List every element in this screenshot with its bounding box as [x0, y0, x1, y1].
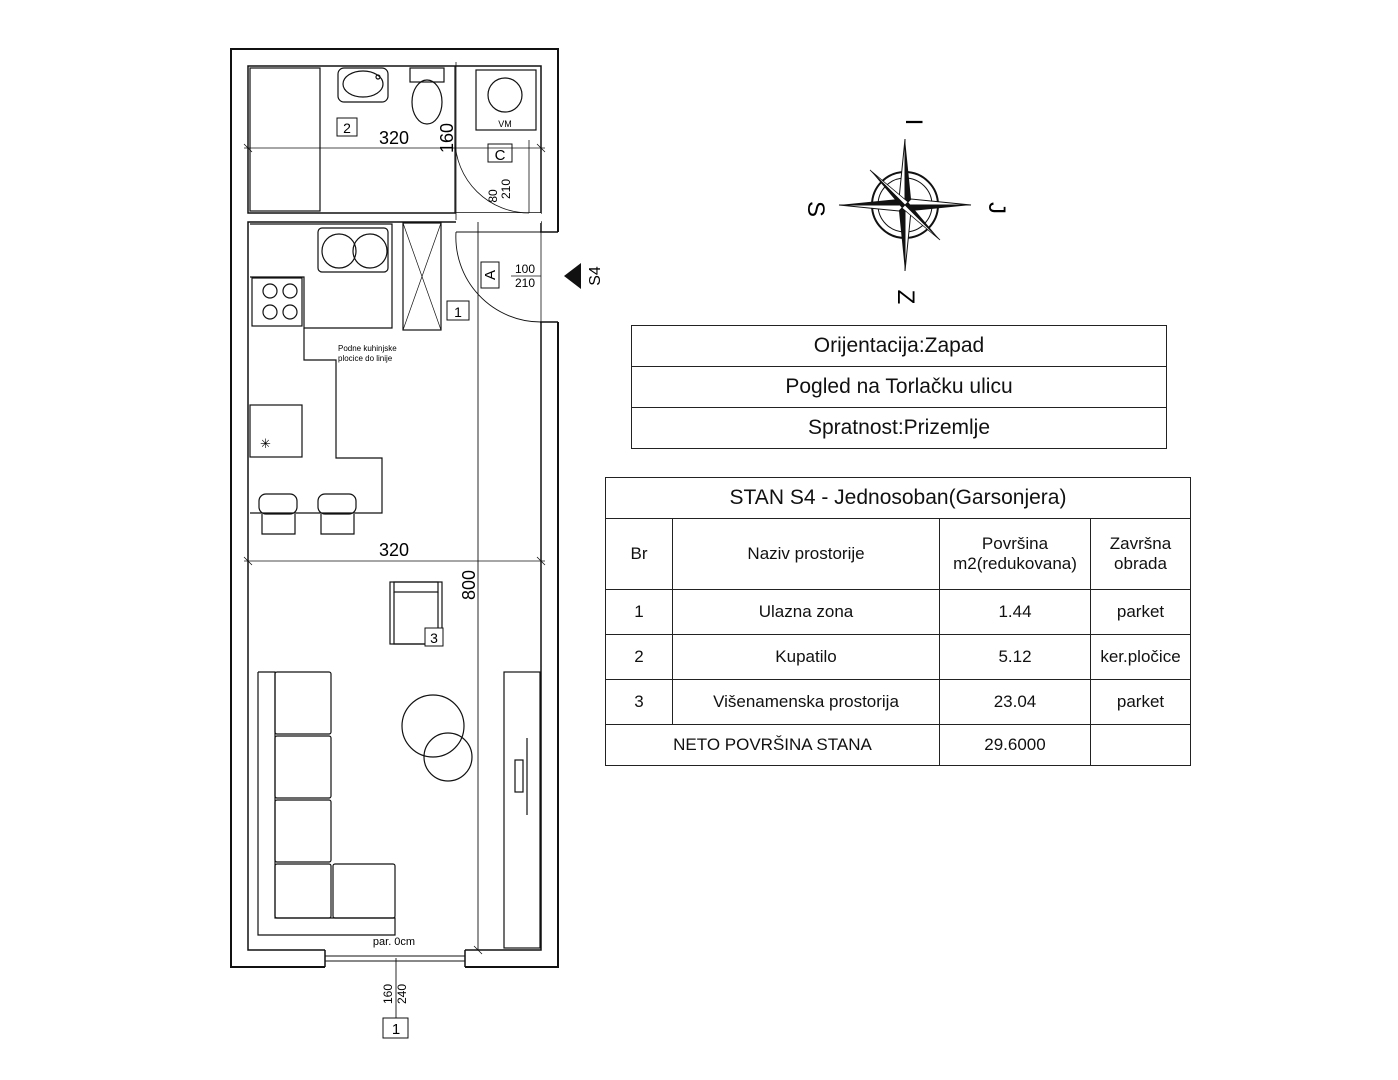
row-br: 2 [605, 634, 673, 680]
bath-door-tag-box [487, 143, 513, 163]
window-sill-label: par. 0cm [373, 936, 415, 948]
apartment-length-dim: 800 [459, 570, 479, 600]
row-area: 1.44 [939, 589, 1091, 635]
coffee-table [401, 694, 465, 758]
window-width: 160 [381, 984, 395, 1004]
row-finish: ker.pločice [1090, 634, 1191, 680]
window-tag: 1 [392, 1021, 400, 1038]
row-br: 3 [605, 679, 673, 725]
sofa-frame [257, 671, 396, 936]
tv-cabinet [503, 671, 541, 949]
room-tag-box-3 [424, 627, 444, 647]
header-finish: Završna obrada [1090, 518, 1191, 590]
entry-door-tag: A [482, 270, 499, 280]
row-name: Višenamenska prostorija [672, 679, 940, 725]
bathroom [249, 66, 537, 214]
header-finish-line2: obrada [1114, 554, 1167, 573]
bathroom-dimensions [243, 62, 546, 220]
bath-door-height: 210 [499, 179, 513, 199]
table-row: 2 Kupatilo 5.12 ker.pločice [605, 634, 1191, 680]
window-height: 240 [395, 984, 409, 1004]
entry-door-tag-box [480, 261, 500, 289]
kitchen-note-1: Podne kuhinjske [338, 344, 397, 353]
header-area: Površina m2(redukovana) [939, 518, 1091, 590]
header-finish-line1: Završna [1109, 534, 1172, 553]
compass-rose-icon [838, 138, 972, 272]
header-br: Br [605, 518, 673, 590]
cooktop [251, 277, 303, 327]
living-width-dim: 320 [379, 540, 409, 560]
window-tag-box [382, 1017, 409, 1039]
orientation-cell: Orijentacija:Zapad [631, 325, 1167, 367]
entry-door-height: 210 [515, 276, 535, 290]
fridge [249, 404, 303, 458]
room-tag-3: 3 [430, 630, 438, 646]
row-finish: parket [1090, 679, 1191, 725]
compass-north-label: I [900, 119, 927, 126]
shower-tray [249, 67, 321, 212]
sink [317, 227, 389, 273]
view-cell: Pogled na Torlačku ulicu [631, 366, 1167, 408]
table-row: 3 Višenamenska prostorija 23.04 parket [605, 679, 1191, 725]
row-name: Ulazna zona [672, 589, 940, 635]
washer-label: VM [498, 119, 512, 129]
room-tag-box-1 [446, 300, 470, 321]
toilet-bowl [411, 79, 443, 125]
floor-level-cell: Spratnost:Prizemlje [631, 407, 1167, 449]
toilet-tank [409, 67, 445, 83]
unit-marker-label: S4 [587, 266, 604, 286]
compass-east-label: J [983, 202, 1010, 214]
side-table [423, 732, 473, 782]
bath-door-swing [454, 139, 530, 214]
table-header-row: Br Naziv prostorije Površina m2(redukova… [605, 518, 1191, 590]
unit-marker-arrow [564, 263, 581, 289]
washbasin [337, 67, 389, 103]
wall-cleanup [325, 213, 560, 969]
header-area-line2: m2(redukovana) [953, 554, 1077, 573]
wardrobe [402, 222, 442, 331]
total-label: NETO POVRŠINA STANA [605, 724, 940, 766]
room-tag-box-2 [336, 117, 358, 137]
header-area-line1: Površina [981, 534, 1049, 553]
bath-door-tag: C [495, 147, 506, 164]
row-name: Kupatilo [672, 634, 940, 680]
bathroom-width-dim: 320 [379, 128, 409, 148]
compass-west-label: S [802, 201, 829, 217]
room-tag-2: 2 [343, 120, 351, 136]
total-value: 29.6000 [939, 724, 1091, 766]
bar-stools [258, 493, 357, 535]
kitchen [249, 222, 442, 514]
wall-lines [324, 231, 558, 967]
table-row: 1 Ulazna zona 1.44 parket [605, 589, 1191, 635]
washing-machine [475, 69, 537, 131]
living-dimensions [243, 556, 546, 955]
apartment-title: STAN S4 - Jednosoban(Garsonjera) [605, 477, 1191, 519]
row-finish: parket [1090, 589, 1191, 635]
living-furniture [257, 581, 541, 949]
entry-door [455, 222, 542, 950]
orientation-table: Orijentacija:Zapad Pogled na Torlačku ul… [631, 325, 1167, 449]
bath-door-width: 80 [486, 189, 500, 203]
row-area: 5.12 [939, 634, 1091, 680]
total-row: NETO POVRŠINA STANA 29.6000 [605, 724, 1191, 766]
room-tag-1: 1 [454, 304, 462, 320]
header-name: Naziv prostorije [672, 518, 940, 590]
entry-door-width: 100 [515, 262, 535, 276]
total-finish [1090, 724, 1191, 766]
fridge-symbol: ✳ [260, 436, 271, 451]
row-br: 1 [605, 589, 673, 635]
bathroom-depth-dim: 160 [437, 123, 457, 153]
compass-south-label: Z [892, 290, 919, 305]
row-area: 23.04 [939, 679, 1091, 725]
kitchen-note-2: plocice do linije [338, 354, 393, 363]
rooms-area-table: STAN S4 - Jednosoban(Garsonjera) Br Nazi… [605, 477, 1191, 766]
